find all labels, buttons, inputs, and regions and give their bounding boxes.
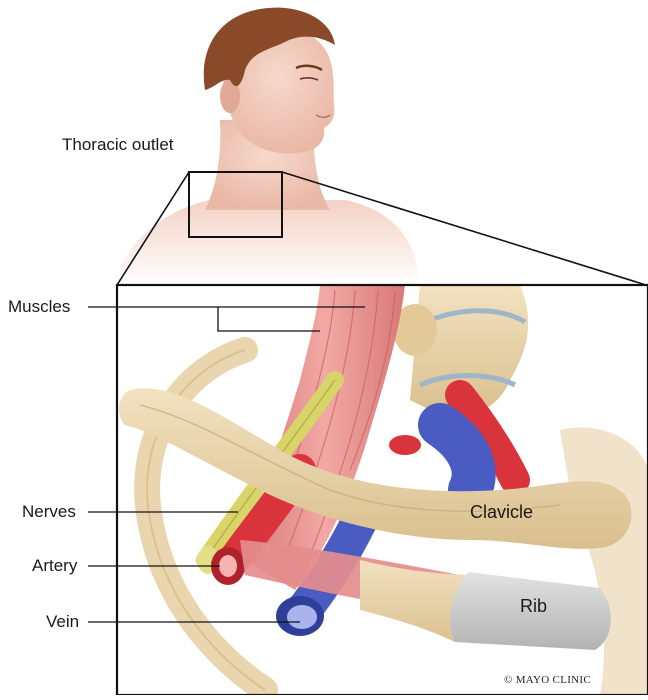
- vein-label: Vein: [46, 612, 79, 632]
- rib-label: Rib: [520, 596, 547, 617]
- thoracic-outlet-label: Thoracic outlet: [62, 135, 174, 155]
- clavicle-label: Clavicle: [470, 502, 533, 523]
- copyright-credit: © MAYO CLINIC: [504, 674, 591, 686]
- nerves-label: Nerves: [22, 502, 76, 522]
- artery-label: Artery: [32, 556, 77, 576]
- inset-anatomy: [117, 285, 648, 695]
- muscles-label: Muscles: [8, 297, 70, 317]
